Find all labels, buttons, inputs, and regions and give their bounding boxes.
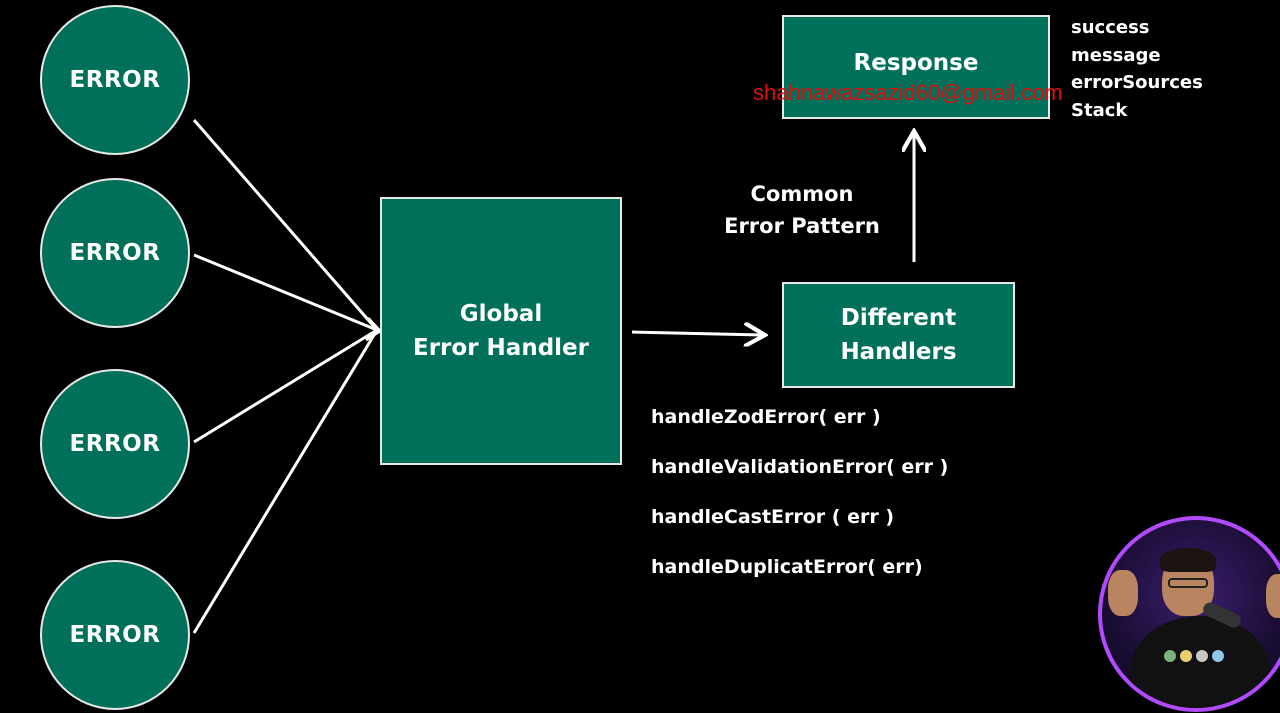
global-handler-line-2: Error Handler — [413, 335, 589, 361]
error-node-2: ERROR — [40, 178, 190, 328]
error-node-label: ERROR — [69, 67, 161, 93]
presenter-body — [1130, 616, 1270, 708]
handler-function: handleDuplicatError( err) — [651, 556, 923, 578]
response-box: Response — [782, 15, 1050, 119]
arrow-error-2-to-global-handler — [193, 253, 378, 332]
response-field: errorSources — [1071, 72, 1203, 93]
response-field: Stack — [1071, 99, 1128, 121]
arrow-error-3-to-global-handler — [193, 328, 378, 444]
presenter-hair — [1160, 548, 1216, 572]
response-field: success — [1071, 17, 1150, 38]
error-node-label: ERROR — [69, 240, 161, 266]
response-label: Response — [853, 49, 979, 76]
global-handler-line-1: Global — [459, 300, 543, 327]
error-node-label: ERROR — [69, 622, 161, 648]
common-error-pattern-label: Common Error Pattern — [712, 178, 892, 242]
handler-function: handleCastError ( err ) — [651, 506, 895, 528]
error-node-3: ERROR — [40, 369, 190, 519]
arrow-error-4-to-global-handler — [192, 329, 379, 634]
watermark-email: shahnawazsazid60@gmail.com — [753, 80, 1063, 105]
arrow-global-to-different-handlers — [631, 332, 762, 335]
common-pattern-line-1: Common — [750, 182, 854, 206]
different-handlers-line-1: Different — [840, 304, 957, 331]
presenter-left-hand — [1108, 570, 1138, 616]
error-node-label: ERROR — [69, 431, 161, 457]
presenter-glasses — [1168, 578, 1208, 588]
global-error-handler-box: Global Error Handler — [380, 197, 622, 465]
response-field: message — [1071, 44, 1161, 66]
different-handlers-box: Different Handlers — [782, 282, 1015, 388]
handler-function: handleZodError( err ) — [651, 406, 881, 428]
presenter-right-hand — [1266, 574, 1280, 618]
arrow-error-1-to-global-handler — [192, 119, 379, 331]
handler-functions-list: handleZodError( err ) handleValidationEr… — [651, 406, 948, 606]
shirt-mern-logo — [1164, 650, 1224, 662]
error-node-4: ERROR — [40, 560, 190, 710]
error-node-1: ERROR — [40, 5, 190, 155]
common-pattern-line-2: Error Pattern — [724, 214, 880, 238]
different-handlers-line-2: Handlers — [840, 339, 957, 365]
handler-function: handleValidationError( err ) — [651, 456, 949, 478]
presenter-webcam-overlay — [1098, 516, 1280, 712]
response-fields-list: success message errorSources Stack — [1071, 14, 1203, 124]
